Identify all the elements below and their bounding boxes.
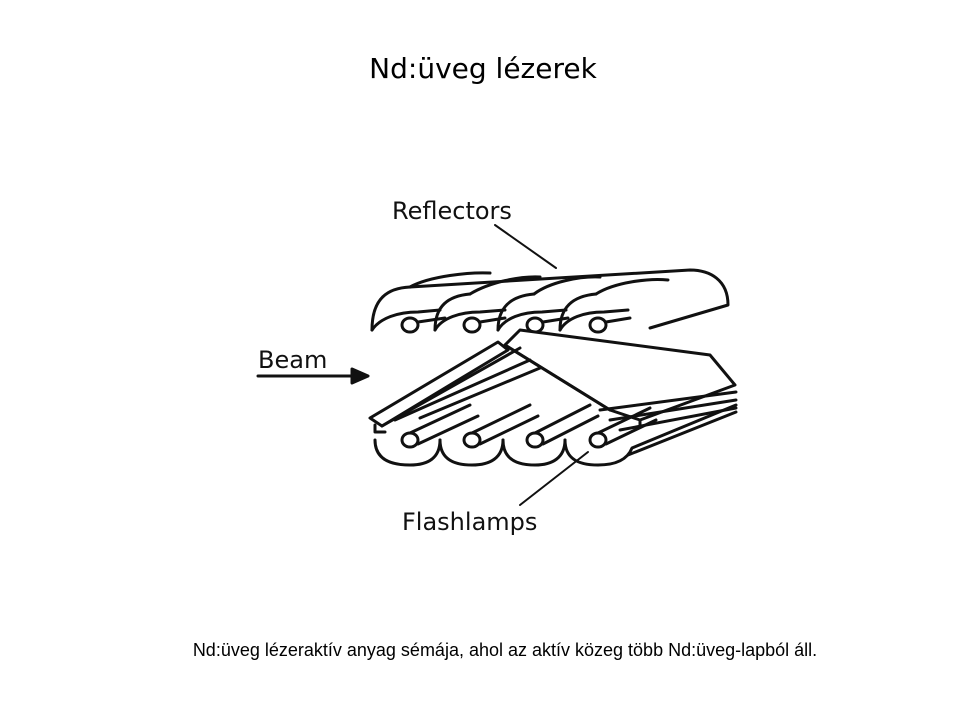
lower-reflector-row: [373, 403, 738, 467]
lower-lamp-end: [525, 431, 545, 449]
figure-caption: Nd:üveg lézeraktív anyag sémája, ahol az…: [192, 640, 818, 660]
lower-lamp-end: [588, 431, 608, 449]
beam-label: Beam: [258, 346, 327, 374]
upper-reflector-row: [370, 268, 730, 334]
reflectors-leader-line: [494, 224, 557, 269]
upper-lamp-end: [588, 316, 608, 334]
beam-arrow: [256, 367, 370, 385]
upper-lamp-end: [462, 316, 482, 334]
upper-lamp-end: [400, 316, 420, 334]
nd-glass-slabs: [368, 328, 738, 434]
lower-lamp-end: [462, 431, 482, 449]
nd-glass-laser-diagram: Reflectors Beam Flashlamps: [256, 197, 738, 536]
slide-title: Nd:üveg lézerek: [369, 52, 597, 85]
lower-lamp-end: [400, 431, 420, 449]
reflectors-label: Reflectors: [392, 197, 512, 225]
flashlamps-label: Flashlamps: [402, 508, 537, 536]
